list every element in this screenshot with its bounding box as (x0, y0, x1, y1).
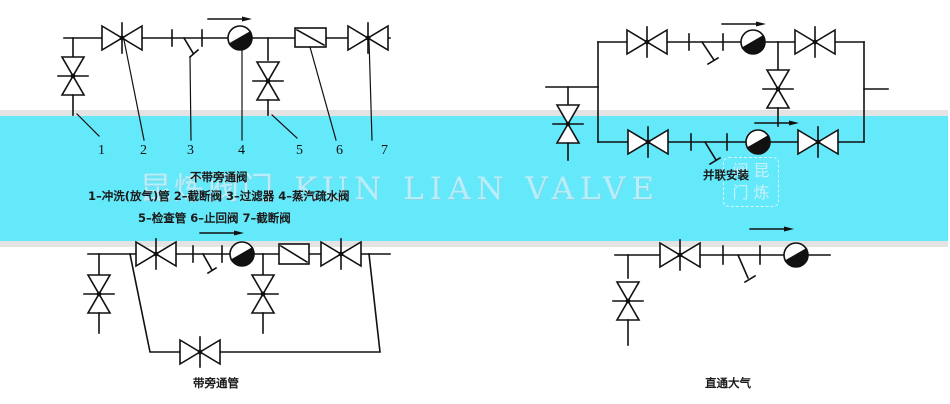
flow-arrow-icon (749, 225, 795, 233)
watermark-banner (0, 116, 948, 241)
part-number-3: 3 (187, 143, 194, 158)
shutoff-valve-icon (135, 238, 177, 270)
title-atmosphere: 直通大气 (705, 376, 751, 390)
part-number-1: 1 (98, 143, 105, 158)
outlet-valve-icon (794, 26, 836, 58)
watermark-cn: 昆炼阀门 (140, 171, 276, 207)
banner-bottom-edge (0, 241, 948, 247)
part-number-4: 4 (238, 143, 245, 158)
diagram-atmosphere (612, 225, 831, 346)
legend-line-1: 1–冲洗(放气)管 2–截断阀 3–过滤器 4–蒸汽疏水阀 (88, 189, 350, 203)
part-number-2: 2 (140, 143, 147, 158)
flush-valve-icon (57, 56, 89, 96)
outlet-valve-icon (320, 238, 362, 270)
check-pipe-valve-icon (252, 61, 284, 101)
shutoff-valve-icon (626, 26, 668, 58)
check-pipe-valve-icon (762, 69, 794, 109)
steam-trap-icon (740, 29, 766, 55)
steam-trap-icon (745, 129, 771, 155)
steam-trap-icon (229, 241, 255, 267)
steam-trap-icon (783, 242, 809, 268)
legend-line-2: 5–检查管 6–止回阀 7–截断阀 (138, 211, 291, 225)
part-number-7: 7 (381, 143, 388, 158)
flow-arrow-icon (721, 20, 767, 28)
check-pipe-valve-icon (247, 274, 279, 314)
watermark-text: 昆炼阀门 KUN LIAN VALVE (140, 163, 660, 208)
steam-trap-icon (227, 25, 253, 51)
flush-valve-icon (612, 281, 644, 321)
outlet-valve-icon (347, 22, 389, 54)
bypass-valve-icon (179, 336, 221, 368)
title-bypass: 带旁通管 (193, 376, 239, 390)
title-no-bypass: 不带旁通阀 (190, 170, 248, 184)
diagram-parallel (545, 20, 889, 166)
shutoff-valve-icon (627, 126, 669, 158)
flush-valve-icon (83, 274, 115, 314)
stamp-line-1: 阀 昆 (732, 161, 770, 180)
watermark-stamp: 阀 昆 门 炼 (723, 157, 779, 207)
flow-arrow-icon (199, 229, 245, 237)
banner-top-edge (0, 110, 948, 116)
diagram-bypass (83, 229, 391, 368)
flow-arrow-icon (207, 15, 253, 23)
flush-valve-icon (552, 104, 584, 144)
watermark-en: KUN LIAN VALVE (294, 171, 660, 207)
shutoff-valve-icon (659, 239, 701, 271)
part-number-6: 6 (336, 143, 343, 158)
outlet-valve-icon (797, 126, 839, 158)
stamp-line-2: 门 炼 (732, 183, 770, 202)
part-number-5: 5 (296, 143, 303, 158)
diagram-no-bypass (57, 15, 391, 141)
title-parallel: 并联安装 (703, 168, 749, 182)
shutoff-valve-icon (101, 22, 143, 54)
flow-arrow-icon (754, 119, 800, 127)
